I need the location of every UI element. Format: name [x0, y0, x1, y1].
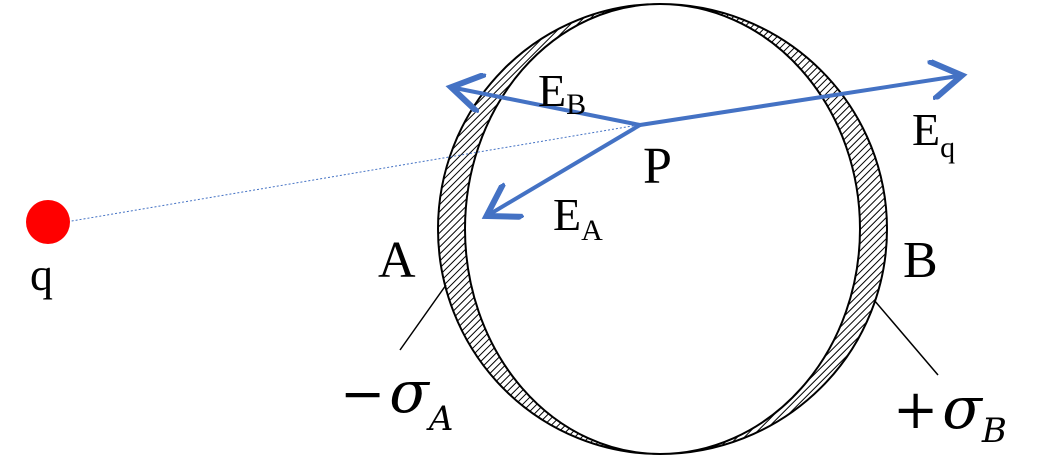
- shell-b-charged-layer: [659, 3, 888, 455]
- arrow-e-q: [639, 76, 958, 127]
- sigma-a-label: −σA: [340, 358, 453, 439]
- e-b-label: EB: [538, 65, 586, 121]
- shell-b-label: B: [903, 232, 938, 289]
- leader-sigma-b: [873, 299, 939, 376]
- e-q-label: Eq: [912, 104, 955, 164]
- arrow-e-a: [490, 123, 642, 214]
- charge-label: q: [30, 249, 53, 300]
- point-p-label: P: [643, 138, 672, 195]
- shell-a-label: A: [378, 232, 416, 289]
- sigma-b-label: +σB: [893, 374, 1007, 451]
- q-to-p-line: [47, 124, 639, 226]
- e-a-label: EA: [553, 189, 603, 247]
- leader-sigma-a: [399, 284, 447, 351]
- point-charge-q: [26, 200, 70, 244]
- arrow-e-b: [455, 88, 641, 127]
